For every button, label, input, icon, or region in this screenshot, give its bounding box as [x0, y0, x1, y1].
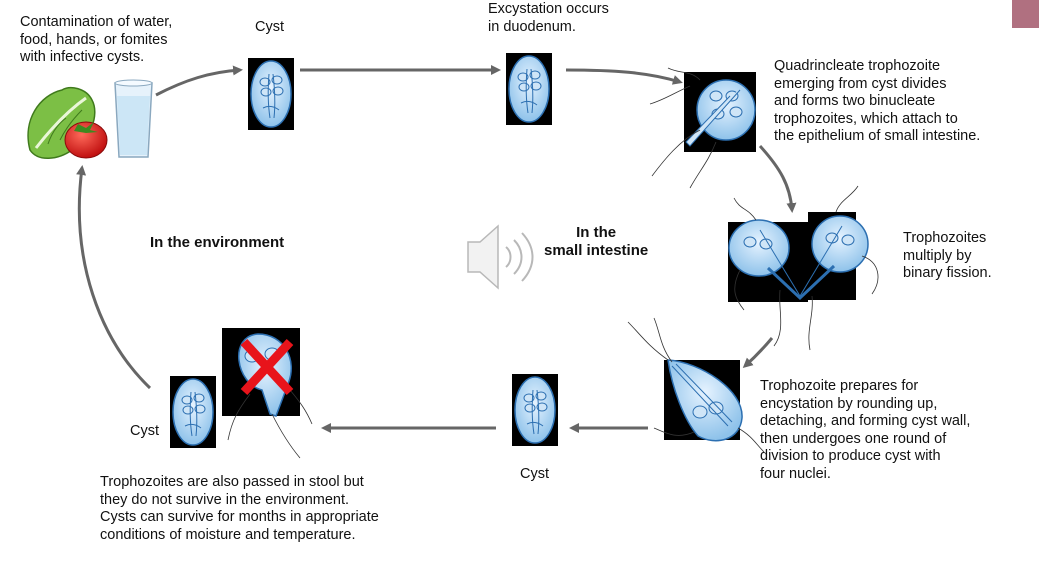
tomato-icon: [64, 121, 108, 159]
encystation-label: Trophozoite prepares for encystation by …: [760, 378, 971, 482]
cyst-top-label: Cyst: [255, 19, 284, 35]
cyst-bottom-icon: [511, 373, 559, 447]
stool-note-label: Trophozoites are also passed in stool bu…: [100, 474, 379, 543]
binary-fission-icon: [728, 185, 879, 351]
water-glass-icon: [114, 79, 153, 158]
arrow-excystation-to-trophozoite: [565, 68, 683, 85]
cycle-arrows: [76, 65, 797, 433]
arrow-trophozoite-to-fission: [758, 144, 797, 213]
cyst-left-icon: [169, 375, 217, 449]
emerging-trophozoite-icon: [649, 67, 756, 189]
excystation-label: Excystation occurs in duodenum.: [488, 1, 609, 35]
red-x-icon: [240, 338, 294, 396]
arrow-contamination-to-cyst: [155, 65, 243, 97]
cyst-top-left-icon: [247, 57, 295, 131]
contamination-label: Contamination of water, food, hands, or …: [20, 14, 173, 65]
arrow-fission-to-encystation: [742, 337, 774, 368]
quadrinucleate-label: Quadrincleate trophozoite emerging from …: [774, 58, 981, 144]
encysting-trophozoite-icon: [627, 317, 765, 453]
dead-trophozoite-icon: [222, 328, 313, 459]
cyst-excystation-icon: [505, 52, 553, 126]
in-environment-heading: In the environment: [150, 234, 285, 251]
in-small-intestine-heading: In the small intestine: [544, 224, 649, 259]
arrow-environment-to-contamination: [76, 165, 152, 390]
cyst-bottom-label: Cyst: [520, 466, 549, 482]
multiply-label: Trophozoites multiply by binary fission.: [903, 230, 992, 281]
speaker-audio-icon[interactable]: [467, 224, 534, 290]
corner-tab: [1012, 0, 1039, 28]
cyst-left-label: Cyst: [130, 423, 159, 439]
